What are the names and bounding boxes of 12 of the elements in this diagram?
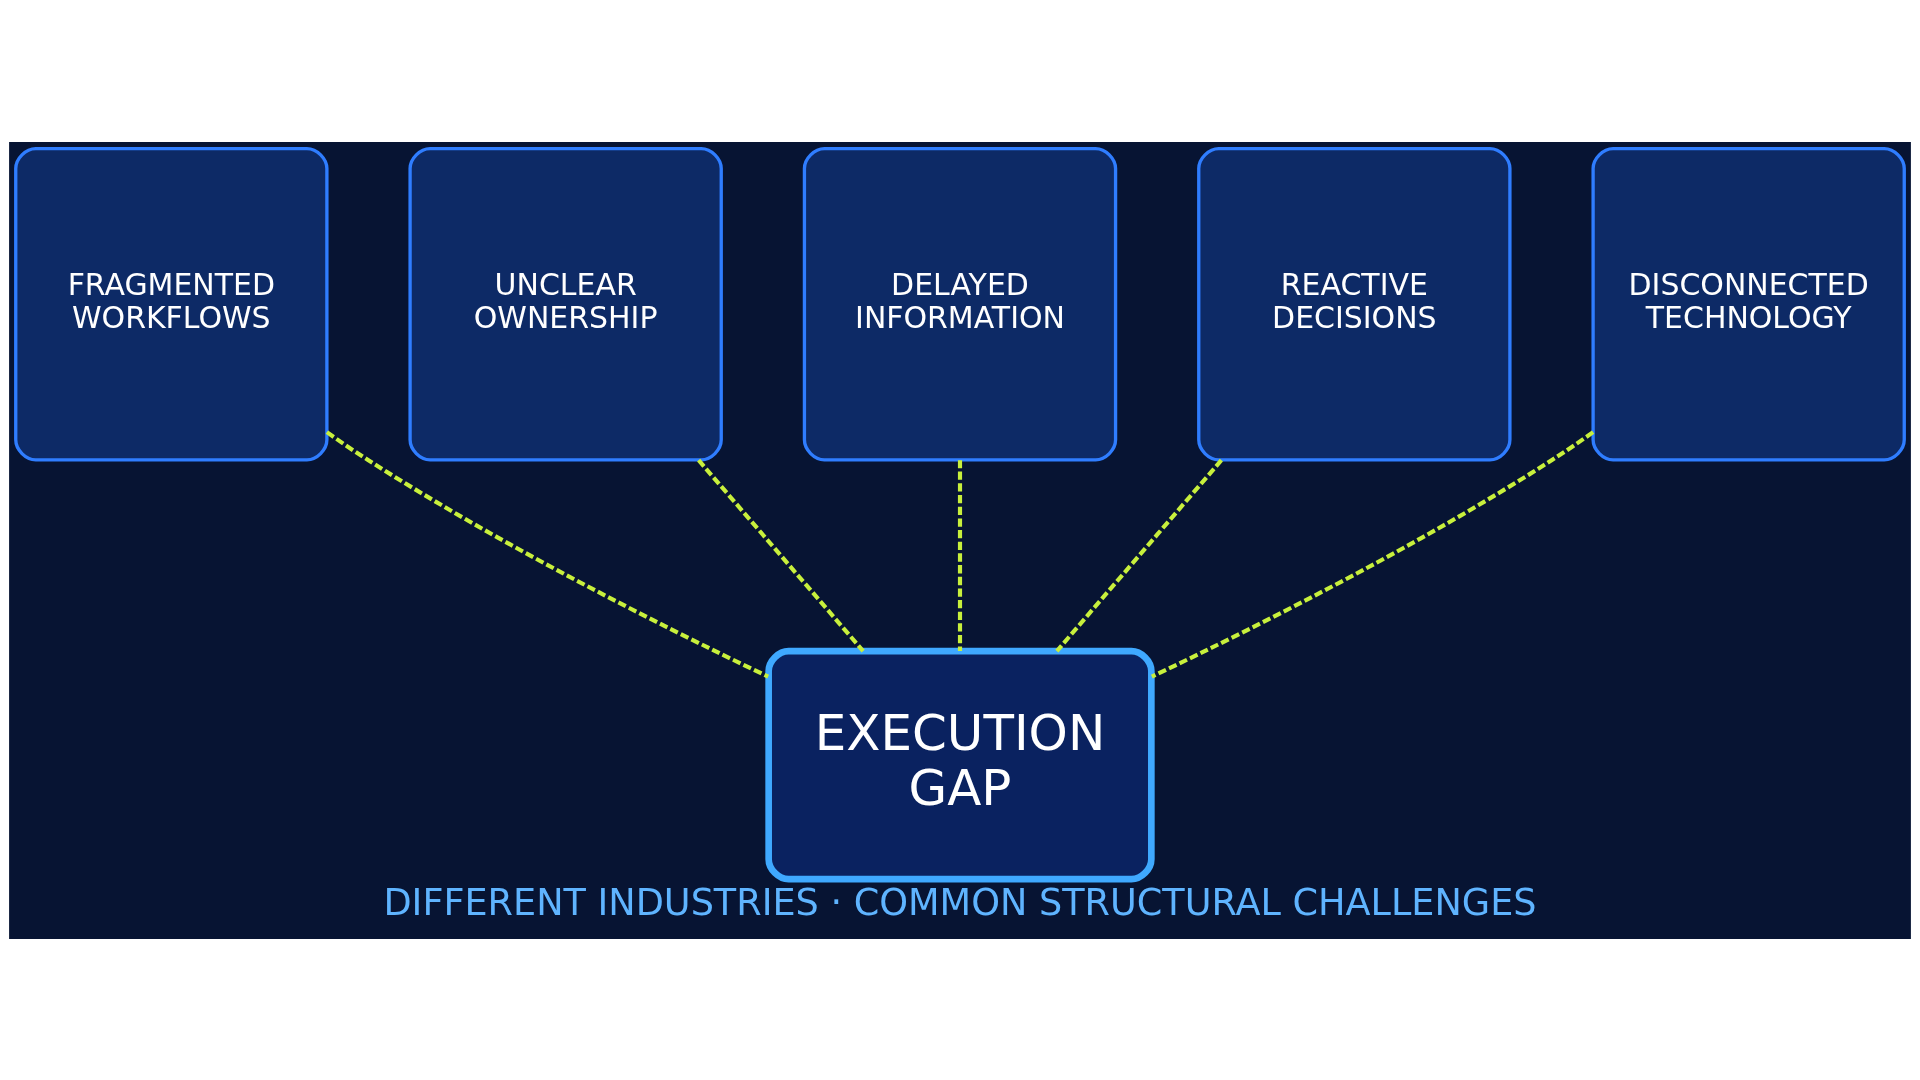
connector — [325, 429, 770, 678]
node-box: REACTIVE DECISIONS — [1197, 146, 1512, 461]
connector — [1055, 458, 1223, 652]
node-box: FRAGMENTED WORKFLOWS — [14, 146, 329, 461]
connector — [1150, 429, 1595, 678]
node-box: DISCONNECTED TECHNOLOGY — [1591, 146, 1906, 461]
connector — [957, 459, 963, 651]
connector — [697, 458, 865, 652]
caption: DIFFERENT INDUSTRIES · COMMON STRUCTURAL CHALLENGES — [383, 880, 1537, 924]
node-box: DELAYED INFORMATION — [802, 146, 1118, 461]
node-box: EXECUTION GAP — [765, 647, 1155, 882]
node-box: UNCLEAR OWNERSHIP — [408, 146, 723, 461]
